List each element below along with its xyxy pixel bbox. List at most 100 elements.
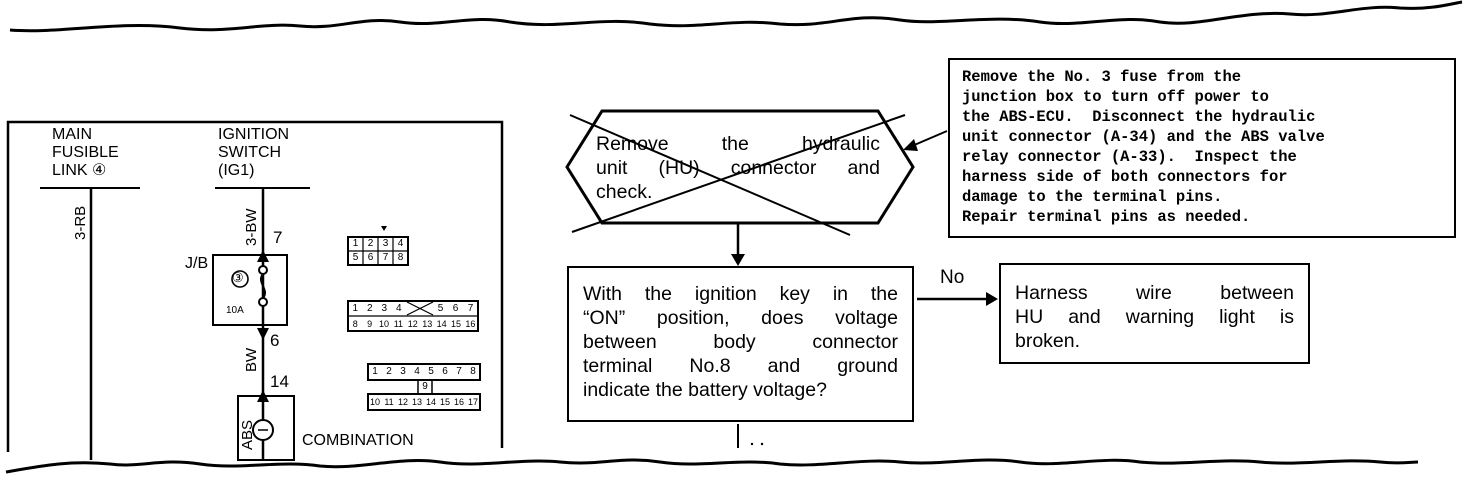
connector-a — [347, 226, 409, 266]
main-fusible-link-label-2: FUSIBLE — [52, 144, 119, 161]
fuse-element — [260, 273, 266, 299]
connector-pin: 12 — [397, 397, 408, 407]
continue-dot-1 — [750, 442, 754, 446]
note-pointer-head — [903, 139, 918, 151]
ignition-switch-label-3: (IG1) — [218, 162, 255, 179]
connector-pin: 7 — [382, 252, 389, 263]
fuse-rating-label: 10A — [226, 305, 244, 316]
connector-pin: 7 — [467, 303, 474, 314]
connector-pin: 10 — [378, 319, 389, 329]
connector-c — [367, 363, 481, 411]
question-line-3: between body connector — [583, 331, 898, 353]
connector-pin: 6 — [442, 366, 448, 377]
wire-abs-label: ABS — [239, 419, 256, 450]
connector-pin: 12 — [407, 319, 418, 329]
note-line-4: unit connector (A-34) and the ABS valve — [962, 128, 1325, 146]
connector-pin: 2 — [367, 238, 374, 249]
connector-pin: 5 — [437, 303, 444, 314]
connector-pin: 8 — [470, 366, 476, 377]
connector-pin: 11 — [384, 397, 394, 407]
result-line-2: HU and warning light is — [1015, 306, 1294, 328]
fuse-terminal-bottom — [258, 297, 268, 307]
wire-3bw-label: 3-BW — [243, 208, 260, 247]
main-fusible-link-label-1: MAIN — [52, 126, 92, 143]
connector-pin: 14 — [425, 397, 436, 407]
junction-block — [212, 254, 288, 326]
pin-6-label: 6 — [270, 331, 280, 350]
combination-label: COMBINATION — [302, 432, 414, 449]
connector-pin: 8 — [352, 319, 358, 329]
note-line-7: damage to the terminal pins. — [962, 188, 1223, 206]
wire-bw-label: BW — [243, 347, 260, 372]
connector-pin: 7 — [456, 366, 462, 377]
main-fusible-link-label-3: LINK ④ — [52, 162, 107, 179]
connector-pin: 2 — [366, 303, 373, 314]
connector-pin: 8 — [397, 252, 404, 263]
connector-pin: 6 — [452, 303, 459, 314]
hexagon-step — [565, 109, 915, 225]
note-pointer-line — [911, 130, 948, 147]
pin-7-label: 7 — [273, 228, 283, 247]
flow-arrowhead-no — [986, 292, 998, 306]
connector-pin: 3 — [381, 303, 388, 314]
junction-block-label: J/B — [185, 255, 209, 272]
connector-pin: 1 — [352, 238, 359, 249]
schematic-frame — [6, 120, 504, 452]
note-line-5: relay connector (A-33). Inspect the — [962, 148, 1297, 166]
question-box: With the ignition key in the “ON” positi… — [567, 266, 914, 422]
connector-pin: 10 — [369, 397, 380, 407]
strike-line-1 — [569, 114, 851, 236]
continue-dot-2 — [760, 442, 764, 446]
connector-pin: 4 — [414, 366, 420, 377]
note-line-3: the ABS-ECU. Disconnect the hydraulic — [962, 108, 1316, 126]
no-branch-label: No — [940, 267, 965, 288]
result-line-1: Harness wire between — [1015, 282, 1294, 304]
note-box: Remove the No. 3 fuse from the junction … — [948, 58, 1456, 238]
torn-edge-top — [9, 0, 1463, 33]
flow-arrowhead-1 — [731, 254, 745, 266]
connector-pin: 1 — [352, 303, 359, 314]
ignition-switch-label-1: IGNITION — [218, 126, 290, 143]
strike-line-2 — [571, 114, 906, 233]
connector-b — [347, 300, 479, 332]
ignition-switch-label-2: SWITCH — [218, 144, 282, 161]
connector-pin: 3 — [382, 238, 389, 249]
connector-pin: 9 — [367, 319, 373, 329]
hexagon-line-2: unit (HU) connector and — [596, 157, 880, 179]
connector-pin: 16 — [453, 397, 464, 407]
connector-pin: 15 — [450, 319, 461, 329]
connector-pin: 4 — [397, 238, 404, 249]
connector-pin: 11 — [393, 319, 404, 329]
result-line-3: broken. — [1015, 330, 1081, 352]
torn-edge-bottom — [5, 458, 1419, 474]
question-line-1: With the ignition key in the — [583, 283, 898, 305]
note-line-1: Remove the No. 3 fuse from the — [962, 68, 1242, 86]
connector-pin: 13 — [411, 397, 422, 407]
combination-meter-box — [237, 395, 295, 461]
note-line-2: junction box to turn off power to — [962, 88, 1269, 106]
note-line-6: harness side of both connectors for — [962, 168, 1288, 186]
connector-pin: 13 — [422, 319, 433, 329]
fuse-number-label: ③ — [232, 270, 244, 285]
question-line-4: terminal No.8 and ground — [583, 355, 898, 377]
result-box: Harness wire between HU and warning ligh… — [999, 263, 1310, 364]
connector-pin: 2 — [386, 366, 392, 377]
connector-pin: 5 — [428, 366, 434, 377]
connector-pin: 15 — [439, 397, 450, 407]
hexagon-line-1: Remove the hydraulic — [596, 133, 880, 155]
connector-pin: 5 — [352, 252, 359, 263]
connector-pin: 14 — [436, 319, 447, 329]
note-line-8: Repair terminal pins as needed. — [962, 208, 1251, 226]
pin-14-label: 14 — [270, 372, 289, 391]
wire-3rb-label: 3-RB — [72, 205, 89, 240]
connector-pin: 4 — [395, 303, 402, 314]
fuse-number-circle — [231, 270, 249, 288]
connector-pin: 16 — [465, 319, 476, 329]
connector-pin: 17 — [467, 397, 478, 407]
hexagon-line-3: check. — [596, 181, 653, 203]
wire-arrow-6 — [257, 328, 269, 340]
question-line-2: “ON” position, does voltage — [583, 307, 898, 329]
connector-pin: 3 — [400, 366, 406, 377]
connector-pin: 6 — [367, 252, 374, 263]
